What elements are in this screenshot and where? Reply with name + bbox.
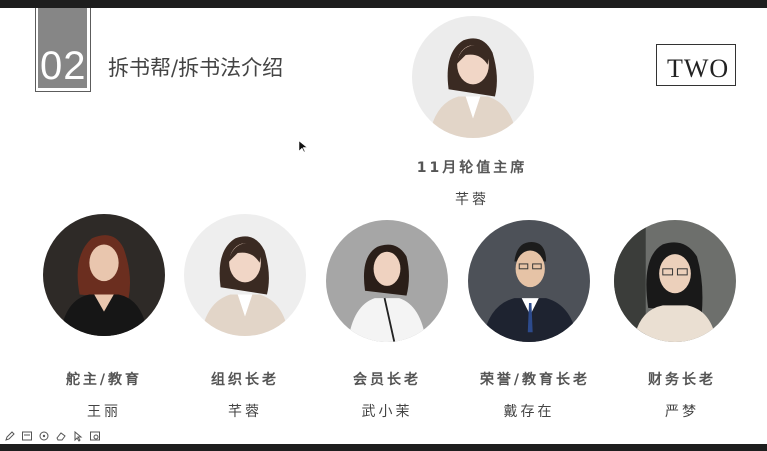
member-role-2: 组织长老 (211, 372, 279, 388)
section-number-panel (38, 8, 87, 88)
laser-icon[interactable] (71, 429, 85, 443)
section-number-frame (35, 8, 91, 92)
window-bottom-bar (0, 444, 767, 451)
member-name-3: 武小茉 (361, 404, 413, 420)
member-name-4: 戴存在 (503, 404, 555, 420)
member-name-5: 严梦 (665, 404, 699, 420)
section-number: 02 (40, 44, 87, 88)
member-name-1: 王丽 (87, 404, 121, 420)
member-name-2: 芊蓉 (228, 404, 262, 420)
featured-name: 芊蓉 (455, 192, 489, 208)
member-role-1: 舵主/教育 (65, 372, 143, 388)
eraser-icon[interactable] (54, 429, 68, 443)
mouse-pointer-icon (299, 141, 307, 153)
section-badge-frame (656, 44, 736, 86)
featured-person-photo (412, 16, 534, 138)
section-badge: TWO (667, 54, 730, 83)
pointer-options-icon[interactable] (37, 429, 51, 443)
pen-icon[interactable] (3, 429, 17, 443)
member-role-3: 会员长老 (353, 372, 421, 388)
slideshow-toolbar (3, 429, 102, 443)
member-photo-3 (326, 220, 448, 342)
zoom-icon[interactable] (88, 429, 102, 443)
featured-role: 11月轮值主席 (416, 160, 528, 176)
member-photo-1 (43, 214, 165, 336)
presentation-slide: 02 拆书帮/拆书法介绍 TWO 11月轮值主席 芊蓉 舵主/教育 王丽 (0, 8, 767, 444)
section-title: 拆书帮/拆书法介绍 (108, 56, 284, 80)
member-photo-4 (468, 220, 590, 342)
window-top-bar (0, 0, 767, 8)
member-photo-5 (614, 220, 736, 342)
member-role-5: 财务长老 (648, 372, 716, 388)
slides-icon[interactable] (20, 429, 34, 443)
member-role-4: 荣誉/教育长老 (479, 372, 591, 388)
member-photo-2 (184, 214, 306, 336)
